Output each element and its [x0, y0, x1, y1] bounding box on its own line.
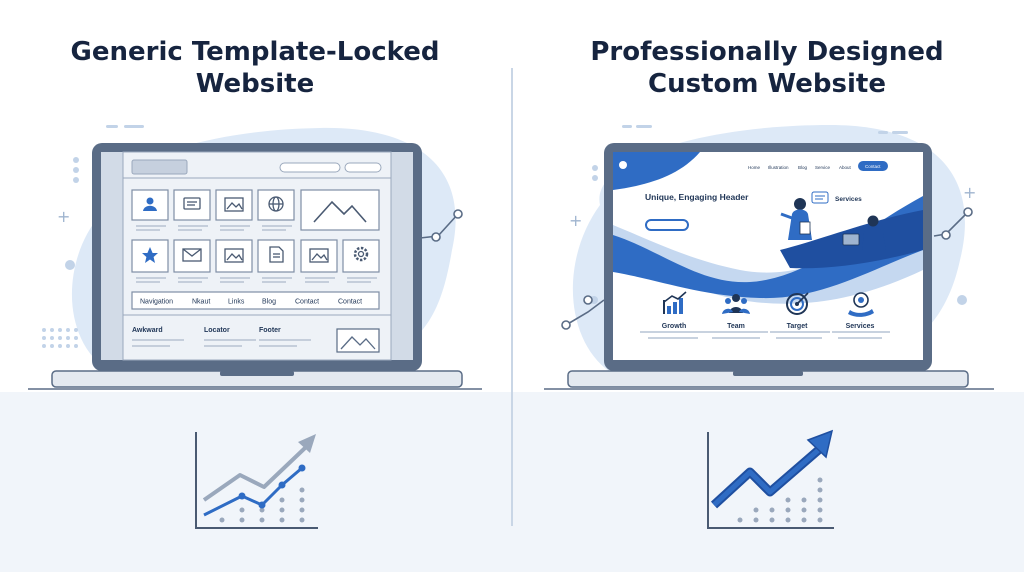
- feature-labels: Growth Team Target Services: [662, 323, 875, 330]
- nav-item-service[interactable]: Service: [815, 165, 831, 170]
- template-tile: [131, 189, 169, 231]
- template-tile: [342, 239, 380, 283]
- nav-item-illustration[interactable]: Illustration: [768, 165, 789, 170]
- right-growth-chart-icon: [707, 429, 834, 529]
- growth-chart-icon: [663, 291, 687, 314]
- right-title: Professionally Designed Custom Website: [557, 36, 977, 100]
- left-template-footer: Awkward Locator Footer: [132, 327, 311, 347]
- right-nav: Home Illustration Blog Service About Con…: [748, 164, 881, 170]
- mail-icon: [182, 248, 202, 262]
- document-icon: [269, 246, 284, 263]
- template-tile: [300, 239, 338, 283]
- template-nav-item[interactable]: Blog: [262, 299, 276, 306]
- center-divider: [511, 68, 513, 526]
- target-icon: [786, 292, 809, 315]
- user-icon: [143, 197, 157, 211]
- footer-image-placeholder-icon: [336, 328, 380, 353]
- left-title: Generic Template-Locked Website: [45, 36, 465, 100]
- right-title-line1: Professionally Designed: [590, 37, 944, 67]
- template-footer-label: Locator: [204, 327, 230, 334]
- svg-text:+: +: [57, 207, 70, 226]
- template-tile: [257, 239, 295, 283]
- template-nav-item[interactable]: Nkaut: [192, 299, 210, 306]
- woman-figure-icon: [780, 198, 812, 240]
- man-with-laptop-icon: [842, 215, 886, 250]
- left-growth-chart-icon: [195, 432, 318, 529]
- svg-text:+: +: [963, 183, 976, 202]
- template-footer-label: Awkward: [132, 327, 163, 334]
- image-icon: [309, 248, 329, 263]
- left-laptop: [28, 143, 482, 390]
- template-tile: [257, 189, 295, 231]
- left-title-line1: Generic Template-Locked: [70, 37, 440, 67]
- right-laptop: [544, 143, 994, 390]
- template-nav-item[interactable]: Navigation: [140, 299, 173, 306]
- feature-label-services: Services: [846, 323, 875, 330]
- feature-label-growth: Growth: [662, 323, 687, 330]
- left-template-tiles: [131, 189, 380, 283]
- template-tile: [215, 239, 253, 283]
- template-nav-item[interactable]: Links: [228, 299, 245, 306]
- feature-label-target: Target: [787, 323, 809, 330]
- template-tile: [131, 239, 169, 283]
- gear-icon: [353, 246, 369, 262]
- feature-label-team: Team: [727, 323, 745, 330]
- template-tile: [173, 189, 211, 231]
- template-nav-bar: [131, 291, 380, 310]
- hero-services-label: Services: [835, 196, 862, 203]
- template-tile: [300, 189, 380, 231]
- template-footer-label: Footer: [259, 327, 281, 334]
- nav-item-home[interactable]: Home: [748, 165, 761, 170]
- hero-heading: Unique, Engaging Header: [645, 192, 749, 202]
- template-nav-item[interactable]: Contact: [295, 299, 319, 306]
- right-title-line2: Custom Website: [648, 69, 886, 99]
- star-icon: [142, 247, 158, 263]
- nav-item-blog[interactable]: Blog: [798, 165, 808, 170]
- handshake-icon: [848, 292, 874, 317]
- image-icon: [224, 248, 244, 263]
- chat-icon: [183, 197, 201, 210]
- nav-item-about[interactable]: About: [839, 165, 852, 170]
- nav-contact-button[interactable]: Contact: [865, 164, 881, 169]
- template-nav-item[interactable]: Contact: [338, 299, 362, 306]
- template-tile: [215, 189, 253, 231]
- globe-icon: [268, 196, 284, 212]
- left-template-navigation: Navigation Nkaut Links Blog Contact Contact: [131, 291, 380, 310]
- svg-text:+: +: [569, 211, 582, 230]
- large-image-icon: [313, 200, 367, 223]
- image-icon: [224, 197, 244, 212]
- left-title-line2: Website: [195, 69, 315, 99]
- team-icon: [722, 294, 750, 314]
- template-tile: [173, 239, 211, 283]
